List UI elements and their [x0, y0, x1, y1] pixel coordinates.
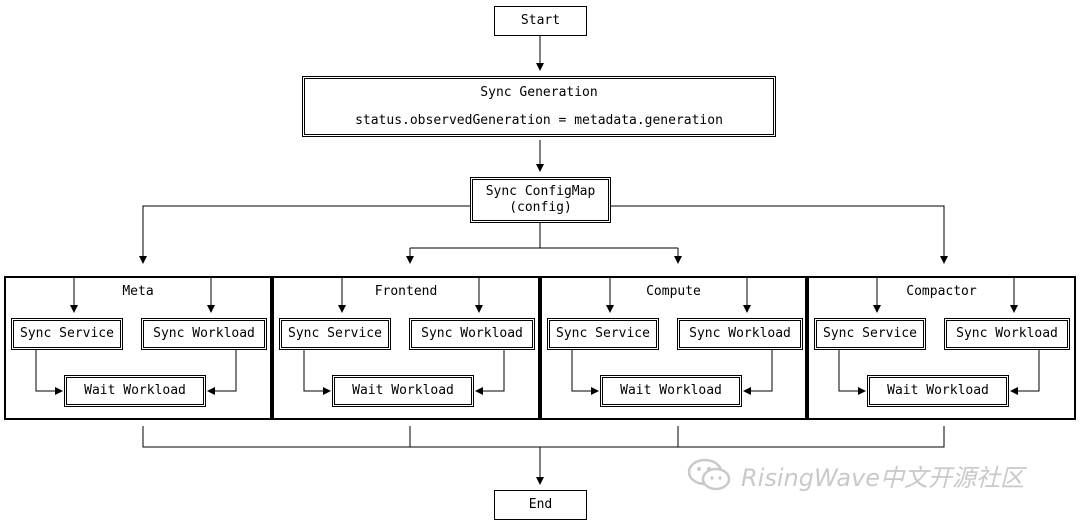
- wait-workload-node-label: Wait Workload: [352, 383, 454, 398]
- end-node: End: [494, 490, 587, 520]
- sync-workload-node: Sync Workload: [944, 318, 1070, 350]
- connector-merge-bar: [142, 426, 945, 448]
- sync-service-node: Sync Service: [547, 318, 659, 350]
- group-meta: [4, 276, 272, 420]
- group-compactor: [807, 276, 1076, 420]
- arrow-configmap-to-compactor: [611, 205, 948, 264]
- sync-service-node-label: Sync Service: [556, 326, 650, 341]
- start-label: Start: [520, 13, 561, 28]
- sync-generation-node: Sync Generation status.observedGeneratio…: [302, 76, 776, 137]
- wait-workload-node-label: Wait Workload: [620, 383, 722, 398]
- sync-workload-node-label: Sync Workload: [956, 326, 1058, 341]
- sync-service-node: Sync Service: [279, 318, 391, 350]
- watermark-text: RisingWave中文开源社区: [741, 463, 1025, 492]
- wait-workload-node: Wait Workload: [332, 375, 474, 407]
- arrow-service-to-wait-0: [35, 350, 63, 395]
- group-title: Meta: [122, 284, 154, 299]
- sync-generation-title: Sync Generation: [480, 84, 598, 100]
- sync-configmap-line1: Sync ConfigMap: [485, 184, 596, 199]
- sync-service-node-label: Sync Service: [823, 326, 917, 341]
- arrow-configmap-to-meta: [139, 205, 470, 264]
- sync-workload-node: Sync Workload: [677, 318, 803, 350]
- wait-workload-node: Wait Workload: [600, 375, 742, 407]
- wait-workload-node-label: Wait Workload: [887, 383, 989, 398]
- sync-service-node: Sync Service: [814, 318, 926, 350]
- wait-workload-node: Wait Workload: [867, 375, 1009, 407]
- group-title: Frontend: [374, 284, 438, 299]
- sync-service-node-label: Sync Service: [20, 326, 114, 341]
- sync-service-node-label: Sync Service: [288, 326, 382, 341]
- arrow-service-to-wait-2: [571, 350, 599, 395]
- arrow-service-to-wait-1: [303, 350, 331, 395]
- sync-workload-node: Sync Workload: [141, 318, 267, 350]
- start-node: Start: [494, 6, 587, 36]
- watermark: RisingWave中文开源社区: [685, 455, 1024, 495]
- arrow-workload-to-wait-2: [743, 350, 773, 395]
- sync-workload-node: Sync Workload: [409, 318, 535, 350]
- group-compute: [540, 276, 807, 420]
- group-title: Compute: [646, 284, 701, 299]
- wechat-icon: [687, 458, 731, 491]
- sync-workload-node-label: Sync Workload: [421, 326, 523, 341]
- arrow-service-to-wait-3: [838, 350, 866, 395]
- sync-service-node: Sync Service: [11, 318, 123, 350]
- arrow-workload-to-wait-1: [475, 350, 505, 395]
- arrow-workload-to-wait-0: [207, 350, 237, 395]
- end-label: End: [528, 497, 553, 512]
- sync-workload-node-label: Sync Workload: [153, 326, 255, 341]
- group-title: Compactor: [906, 284, 977, 299]
- wait-workload-node: Wait Workload: [64, 375, 206, 407]
- sync-workload-node-label: Sync Workload: [689, 326, 791, 341]
- wait-workload-node-label: Wait Workload: [84, 383, 186, 398]
- sync-generation-detail: status.observedGeneration = metadata.gen…: [355, 112, 723, 128]
- sync-configmap-node: Sync ConfigMap (config): [470, 177, 611, 223]
- arrow-workload-to-wait-3: [1010, 350, 1040, 395]
- group-frontend: [272, 276, 540, 420]
- sync-configmap-line2: (config): [509, 200, 572, 215]
